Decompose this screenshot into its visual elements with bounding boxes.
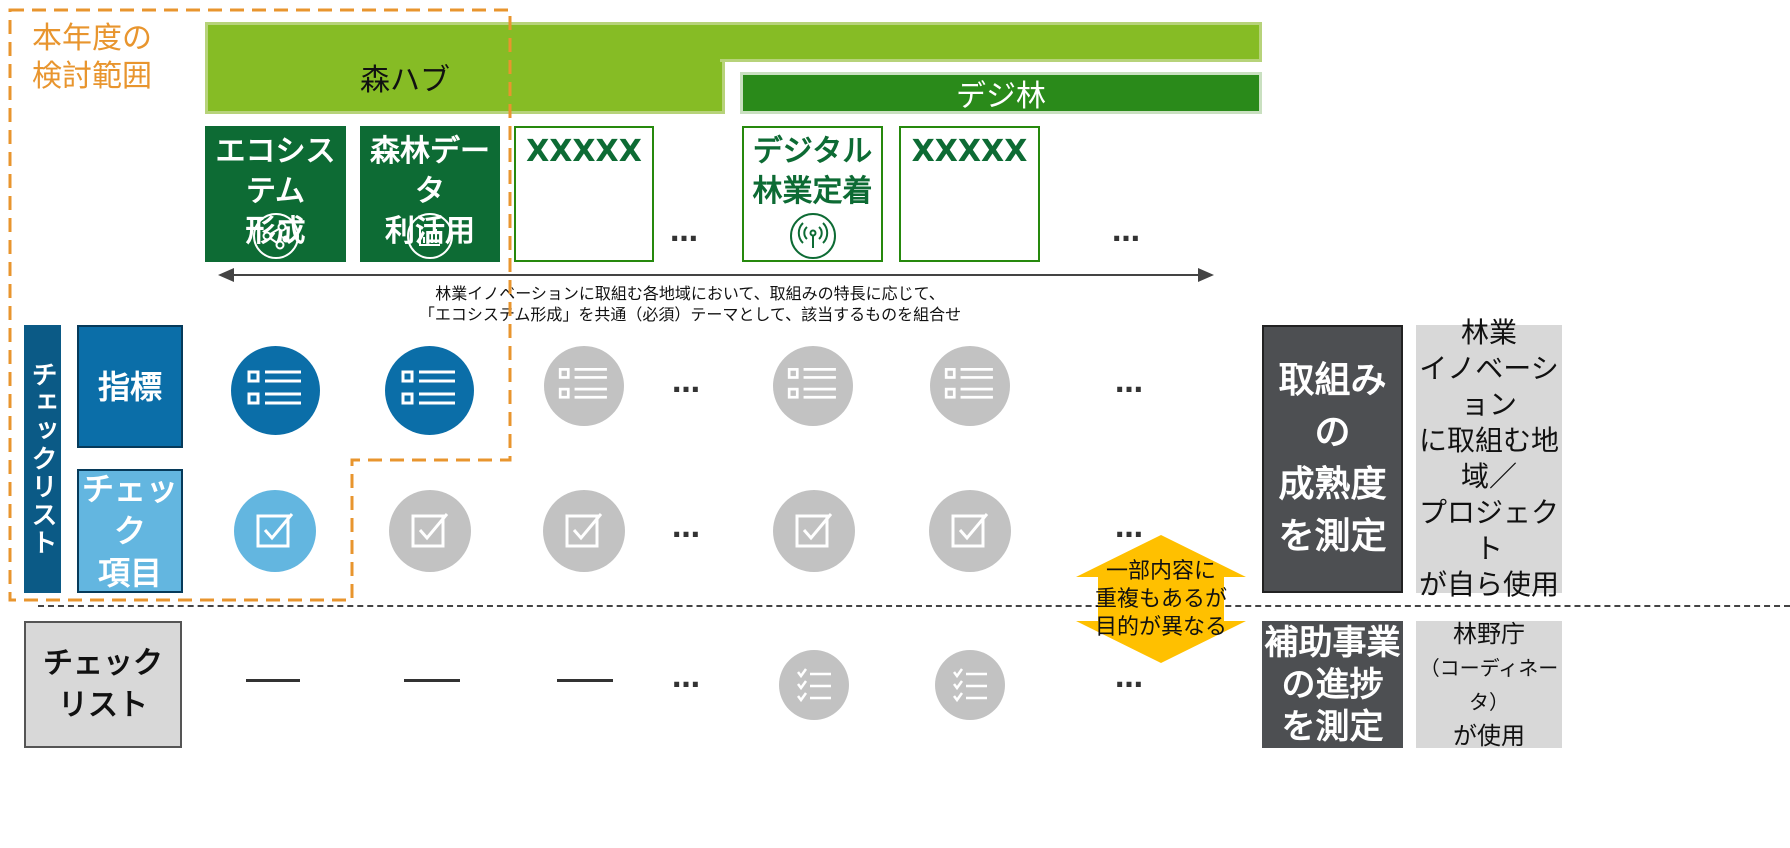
ellipsis-cards-1: … — [670, 215, 702, 248]
antenna-icon — [790, 213, 836, 259]
ellipsis-row1: … — [672, 366, 704, 399]
card-xxxxx-1: XXXXX — [514, 126, 654, 262]
checkbox-icon — [929, 490, 1011, 572]
empty-dash — [557, 679, 613, 682]
card-ecosystem: エコシステム形成 — [205, 126, 346, 262]
checkbox-icon — [389, 490, 471, 572]
checklist-icon — [779, 650, 849, 720]
checkbox-icon — [773, 490, 855, 572]
bar-chart-icon — [407, 213, 453, 259]
ellipsis-cards-2: … — [1112, 215, 1144, 248]
users-top-box: 林業 イノベーション に取組む地 域／ プロジェクト が自ら使用 — [1416, 316, 1562, 601]
list-icon — [544, 346, 624, 426]
card-digital-forestry: デジタル林業定着 — [742, 126, 883, 262]
overlap-arrow — [1076, 535, 1246, 663]
mori-hub-band-left — [205, 22, 725, 114]
empty-dash — [246, 679, 300, 682]
ellipsis-row1-end: … — [1115, 366, 1147, 399]
users-bottom-box: 林野庁 （コーディネータ） が使用 — [1416, 620, 1562, 750]
maturity-box: 取組みの成熟度を測定 — [1262, 325, 1403, 593]
empty-dash — [404, 679, 460, 682]
scope-label: 本年度の 検討範囲 — [32, 21, 152, 94]
checklist-icon — [935, 650, 1005, 720]
list-icon — [231, 346, 320, 435]
mori-hub-label: 森ハブ — [360, 63, 450, 98]
deji-rin-band: デジ林 — [740, 72, 1262, 114]
checkbox-icon — [234, 490, 316, 572]
mori-hub-band-right — [720, 22, 1262, 62]
checkbox-icon — [543, 490, 625, 572]
card-xxxxx-2: XXXXX — [899, 126, 1040, 262]
dashed-divider — [38, 605, 1790, 607]
list-icon — [385, 346, 474, 435]
ellipsis-row3-end: … — [1115, 661, 1147, 694]
deji-rin-label: デジ林 — [956, 79, 1046, 114]
overlap-note: 一部内容に 重複もあるが 目的が異なる — [1094, 559, 1227, 640]
list-icon — [773, 346, 853, 426]
row-label-check-items: チェック項目 — [77, 469, 183, 593]
mori-hub-band-fill — [700, 25, 730, 59]
row-label-checklist: チェックリスト — [24, 621, 182, 748]
list-icon — [930, 346, 1010, 426]
progress-box: 補助事業の進捗を測定 — [1262, 621, 1403, 748]
card-forest-data: 森林データ利活用 — [360, 126, 500, 262]
network-icon — [253, 213, 299, 259]
arrow-caption: 林業イノベーションに取組む各地域において、取組みの特長に応じて、 「エコシステム… — [418, 284, 962, 324]
checklist-vertical-label: チェックリスト — [24, 325, 61, 593]
double-arrow — [218, 268, 1214, 282]
ellipsis-row3: … — [672, 661, 704, 694]
row-label-index: 指標 — [77, 325, 183, 448]
ellipsis-row2-end: … — [1115, 511, 1147, 544]
ellipsis-row2: … — [672, 511, 704, 544]
